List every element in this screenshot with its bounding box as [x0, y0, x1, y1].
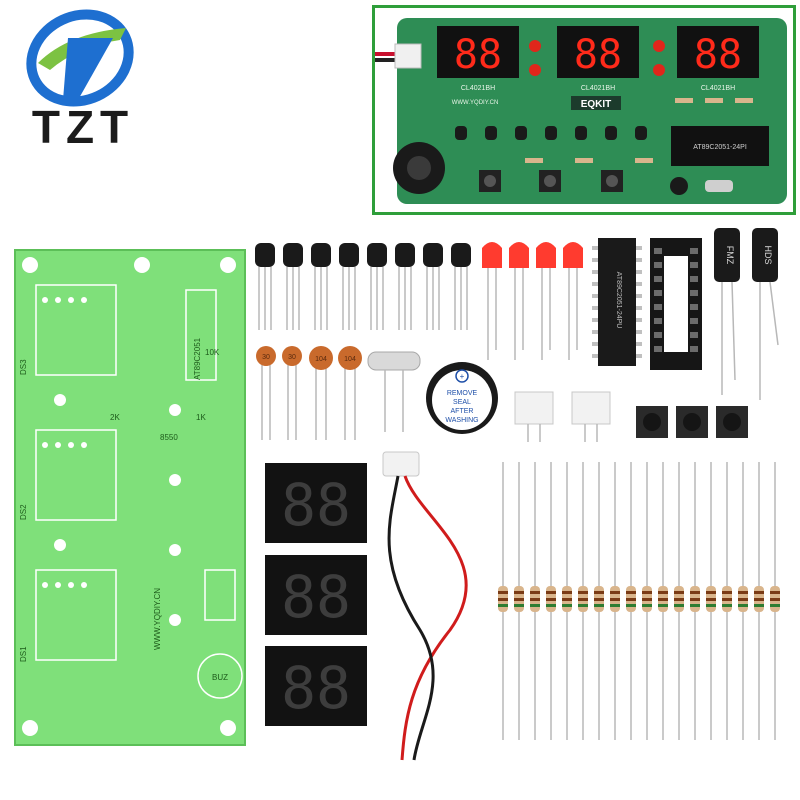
svg-text:CL4021BH: CL4021BH	[581, 85, 615, 92]
transistor	[311, 243, 331, 267]
bare-pcb: DS3 DS2 DS1 AT89C2051 WWW.YQDIY.CN BUZ 8…	[14, 249, 246, 746]
transistor	[339, 243, 359, 267]
assembled-display-2: 88	[557, 26, 639, 78]
transistor	[283, 243, 303, 267]
led	[509, 242, 529, 268]
svg-text:8550: 8550	[160, 433, 178, 442]
svg-text:CL4021BH: CL4021BH	[461, 85, 495, 92]
svg-text:SEAL: SEAL	[453, 399, 471, 406]
transistor	[367, 243, 387, 267]
red-leds	[482, 242, 583, 360]
resistor-row	[498, 462, 780, 740]
assembled-board-photo: 88 88 88 CL4021BH CL4021BH CL4021BH EQKI…	[372, 5, 796, 215]
svg-text:1K: 1K	[196, 413, 206, 422]
svg-text:AFTER: AFTER	[451, 408, 474, 415]
svg-text:AT89C2051-24PU: AT89C2051-24PU	[615, 272, 622, 329]
svg-text:30: 30	[262, 354, 270, 361]
transistor	[395, 243, 415, 267]
svg-text:104: 104	[344, 356, 356, 363]
svg-text:88: 88	[574, 32, 622, 78]
svg-text:88: 88	[694, 32, 742, 78]
svg-text:CL4021BH: CL4021BH	[701, 85, 735, 92]
svg-text:10K: 10K	[205, 348, 220, 357]
transistor	[423, 243, 443, 267]
tzt-logo-icon	[26, 9, 134, 107]
svg-text:REMOVE: REMOVE	[447, 390, 478, 397]
ic-socket	[650, 238, 702, 370]
svg-text:AT89C2051-24PI: AT89C2051-24PI	[693, 144, 747, 151]
svg-text:EQKIT: EQKIT	[581, 99, 612, 110]
svg-text:+: +	[460, 372, 465, 381]
push-buttons	[636, 406, 748, 438]
seven-segment-displays: 88 88 88	[265, 463, 367, 726]
assembled-board-illustration: 88 88 88 CL4021BH CL4021BH CL4021BH EQKI…	[375, 18, 787, 204]
svg-text:WWW.YQDIY.CN: WWW.YQDIY.CN	[153, 588, 162, 650]
assembled-display-1: 88	[437, 26, 519, 78]
power-wire	[382, 451, 468, 761]
svg-text:DS1: DS1	[19, 646, 28, 662]
buzzer: + REMOVE SEAL AFTER WASHING	[426, 362, 498, 434]
svg-text:88: 88	[281, 471, 351, 539]
brand-name: TZT	[31, 101, 135, 153]
svg-text:104: 104	[315, 356, 327, 363]
white-connectors	[514, 391, 611, 442]
transistor	[255, 243, 275, 267]
led	[482, 242, 502, 268]
svg-text:88: 88	[454, 32, 502, 78]
svg-text:FMZ: FMZ	[725, 246, 735, 265]
svg-text:WWW.YQDIY.CN: WWW.YQDIY.CN	[452, 100, 499, 106]
assembled-display-3: 88	[677, 26, 759, 78]
svg-text:DS2: DS2	[19, 504, 28, 520]
svg-text:88: 88	[281, 563, 351, 631]
electrolytic-capacitors: FMZ HDS	[714, 228, 779, 400]
svg-text:HDS: HDS	[763, 245, 773, 264]
crystal-oscillator	[367, 351, 421, 432]
svg-text:DS3: DS3	[19, 359, 28, 375]
svg-text:30: 30	[288, 354, 296, 361]
led	[563, 242, 583, 268]
ceramic-capacitors: 30 30 104 104	[256, 346, 362, 440]
led	[536, 242, 556, 268]
microcontroller-chip: AT89C2051-24PU	[592, 238, 642, 366]
brand-logo	[8, 8, 158, 158]
transistor	[451, 243, 471, 267]
transistor-row	[255, 243, 471, 330]
svg-text:AT89C2051: AT89C2051	[193, 337, 202, 380]
svg-text:WASHING: WASHING	[445, 417, 478, 424]
svg-text:BUZ: BUZ	[212, 673, 228, 682]
svg-text:2K: 2K	[110, 413, 120, 422]
svg-text:88: 88	[281, 654, 351, 722]
